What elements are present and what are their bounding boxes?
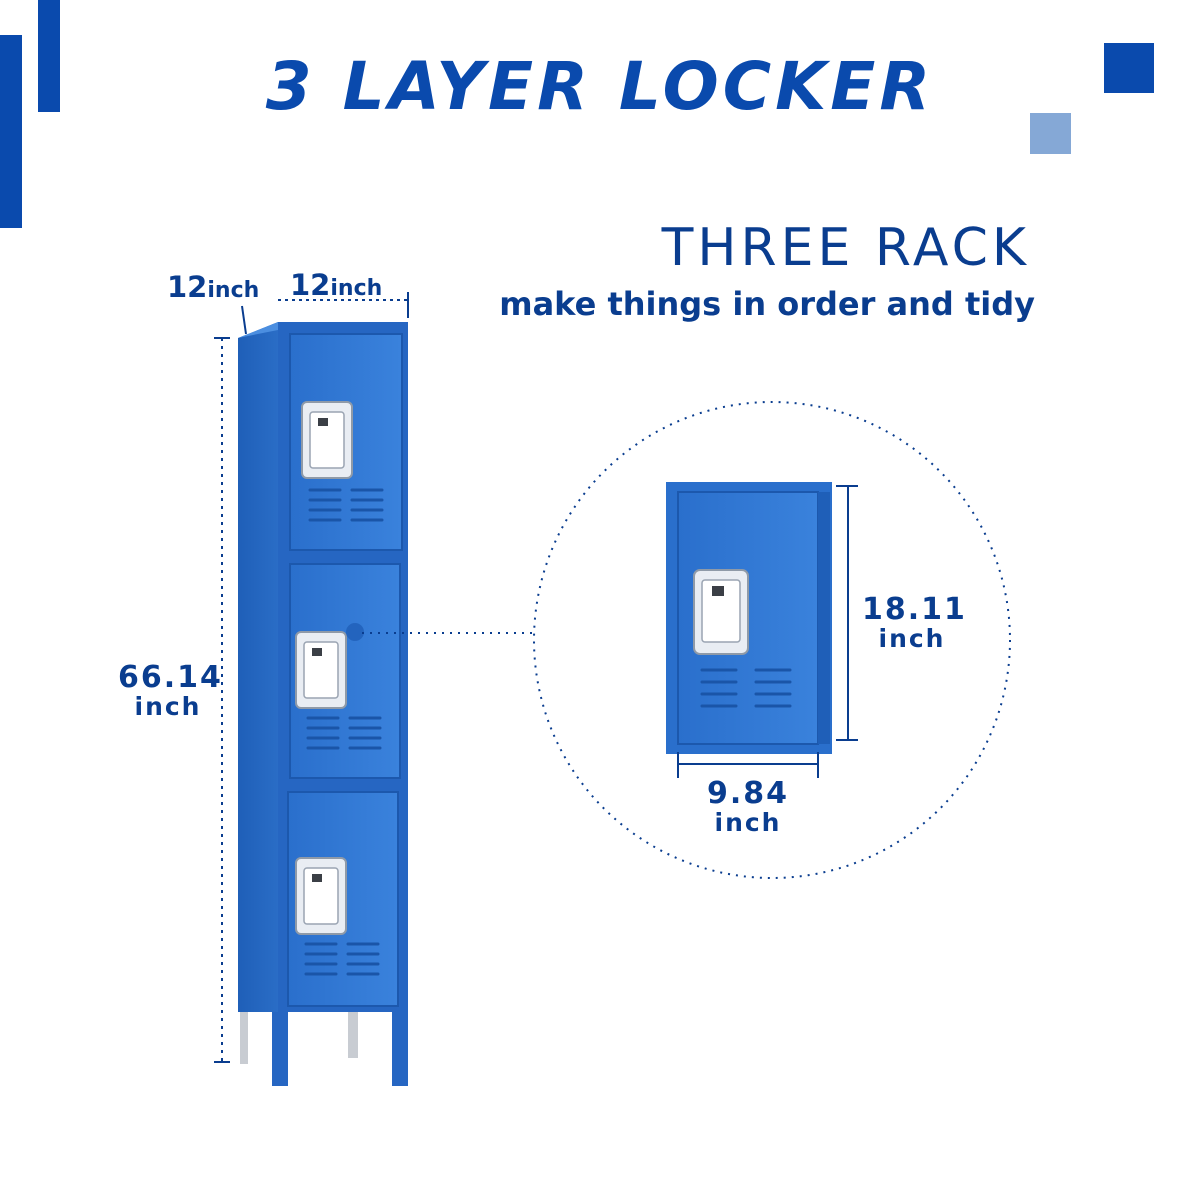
- decor-square-light: [1030, 113, 1071, 154]
- decor-bar-left: [0, 35, 22, 228]
- feature-subtitle: make things in order and tidy: [499, 285, 1035, 323]
- decor-square-dark: [1104, 43, 1154, 93]
- height-dimension-label: 66.14 inch: [118, 660, 223, 721]
- depth-dimension-label: 12inch: [167, 270, 260, 304]
- compartment-height-label: 18.11 inch: [862, 592, 967, 653]
- locker-compartment-detail-image: [666, 482, 858, 778]
- dimension-arrow-icon: [214, 292, 409, 1063]
- compartment-width-label: 9.84 inch: [706, 776, 790, 837]
- feature-title: THREE RACK: [661, 218, 1030, 278]
- width-dimension-label: 12inch: [290, 268, 383, 302]
- page-title: 3 LAYER LOCKER: [265, 48, 935, 125]
- decor-bar-left-2: [38, 0, 60, 112]
- locker-product-image: [238, 322, 408, 1086]
